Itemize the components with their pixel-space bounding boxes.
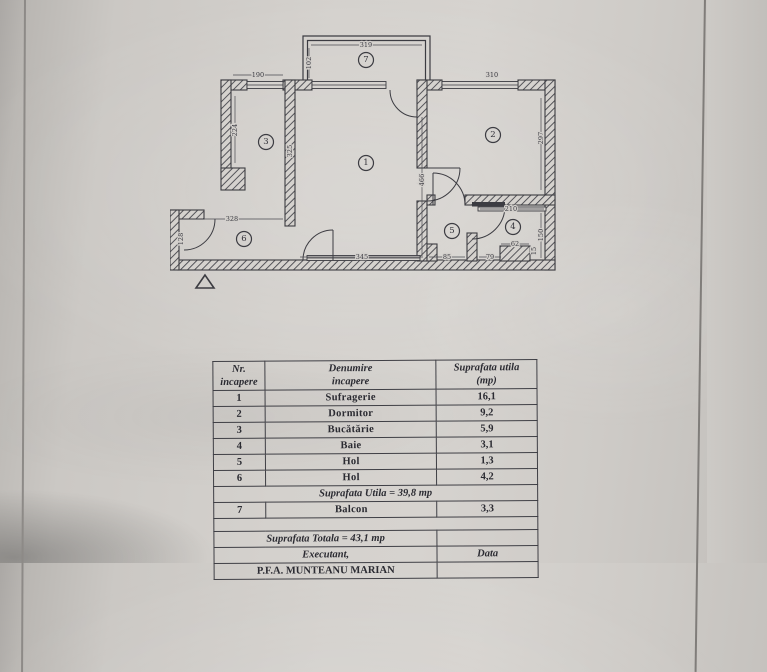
areas-table: Nr. incapere Denumire incapere Suprafata…: [212, 359, 539, 580]
table-header-row: Nr. incapere Denumire incapere Suprafata…: [212, 359, 538, 391]
dimension-bedroom-width: 310: [486, 71, 498, 79]
cell-area: 9,2: [436, 404, 538, 422]
cell-nr: 4: [213, 438, 266, 455]
table-row: 2 Dormitor 9,2: [213, 404, 538, 423]
dimension-living-width: 345: [356, 253, 368, 261]
header-area: Suprafata utila (mp): [436, 359, 538, 390]
table-row: 1 Sufragerie 16,1: [213, 388, 538, 407]
table-row: 4 Baie 3,1: [213, 436, 538, 455]
room-label-kitchen: 3: [263, 137, 268, 147]
dimension-hall-depth: 128: [177, 233, 185, 245]
dimension-balcony-width: 319: [360, 41, 372, 49]
dimension-bath-width: 210: [505, 205, 517, 213]
paper-right-margin: [707, 0, 767, 563]
floor-plan: 319 102 190 224 325 310 297 466 345 328 …: [170, 35, 556, 289]
dimension-bath-height: 150: [537, 229, 545, 241]
bedroom-door-arc: [432, 172, 466, 206]
executant-label: Executant,: [213, 546, 438, 564]
cell-area: 16,1: [436, 388, 538, 406]
dimension-kitchen-width: 190: [252, 71, 264, 79]
cell-area: 1,3: [436, 452, 538, 470]
balcony-door-arc: [389, 89, 418, 118]
dimension-bath-lower-width: 79: [486, 253, 494, 261]
cell-nr: 5: [213, 454, 266, 471]
executant-name: P.F.A. MUNTEANU MARIAN: [214, 562, 438, 580]
room-label-balcony: 7: [363, 55, 368, 65]
cell-name: Hol: [265, 453, 437, 471]
room-label-hall5: 5: [449, 226, 454, 236]
room-label-bath: 4: [510, 222, 515, 232]
dimension-balcony-depth: 102: [305, 57, 313, 69]
balcony-outline: [302, 35, 431, 82]
cell-nr: 6: [213, 470, 266, 487]
paper-right-edge: [694, 0, 706, 672]
cell-nr: 3: [213, 422, 266, 439]
subtotal-text: Suprafata Utila = 39,8 mp: [213, 484, 538, 503]
header-nr: Nr. incapere: [212, 361, 265, 391]
executant-row: Executant, Data: [213, 545, 539, 564]
dimension-lines: [182, 44, 544, 258]
paper-left-edge: [21, 0, 26, 672]
room-label-living: 1: [363, 158, 368, 168]
dimension-shaft-depth: 15: [530, 247, 538, 255]
table-row: 3 Bucătărie 5,9: [213, 420, 538, 439]
table-row: 5 Hol 1,3: [213, 452, 538, 471]
hall5-door-arc: [426, 167, 461, 202]
table-row: 6 Hol 4,2: [213, 468, 538, 487]
total-text: Suprafata Totala = 43,1 mp: [213, 530, 438, 548]
hall-living-door-arc: [302, 229, 334, 261]
dimension-hall5-width: 85: [443, 253, 451, 261]
dimension-bedroom-height: 297: [537, 132, 545, 144]
cell-nr: 1: [213, 390, 266, 407]
bath-door-leaf: [472, 202, 505, 207]
cell-name: Hol: [265, 469, 437, 487]
entrance-door-arc: [183, 218, 216, 251]
dimension-kitchen-right-height: 325: [286, 145, 294, 157]
cell-name: Balcon: [265, 501, 438, 519]
room-labels: 1 2 3 4 5 6 7: [235, 51, 522, 248]
cell-name: Baie: [265, 437, 437, 455]
vent-shaft: [499, 245, 531, 262]
dimension-hall-width: 328: [226, 215, 238, 223]
cell-name: Bucătărie: [265, 421, 437, 439]
cell-name: Dormitor: [265, 405, 437, 423]
empty-cell: [437, 529, 538, 547]
room-label-bedroom: 2: [490, 130, 495, 140]
bath-door-arc: [471, 205, 506, 240]
dimension-living-height: 466: [418, 174, 426, 186]
date-label: Data: [437, 545, 539, 563]
areas-table-container: Nr. incapere Denumire incapere Suprafata…: [212, 359, 541, 580]
cell-area: 3,3: [436, 500, 538, 518]
cell-area: 5,9: [436, 420, 538, 438]
dimension-shaft-width: 62: [511, 240, 519, 248]
cell-nr: 2: [213, 406, 266, 423]
empty-cell: [437, 561, 539, 579]
doors: [183, 89, 506, 261]
cell-name: Sufragerie: [264, 389, 437, 407]
walls: [170, 79, 556, 271]
header-name: Denumire incapere: [264, 360, 437, 391]
entrance-marker-triangle: [194, 273, 216, 289]
subtotal-row: Suprafata Utila = 39,8 mp: [213, 484, 538, 503]
total-row: Suprafata Totala = 43,1 mp: [213, 529, 538, 548]
balcony-row: 7 Balcon 3,3: [213, 500, 538, 519]
cell-area: 3,1: [436, 436, 538, 454]
executant-name-row: P.F.A. MUNTEANU MARIAN: [214, 561, 539, 580]
dimension-kitchen-left-height: 224: [231, 124, 239, 136]
room-label-hall6: 6: [241, 234, 246, 244]
cell-area: 4,2: [436, 468, 538, 486]
cell-nr: 7: [213, 502, 266, 519]
